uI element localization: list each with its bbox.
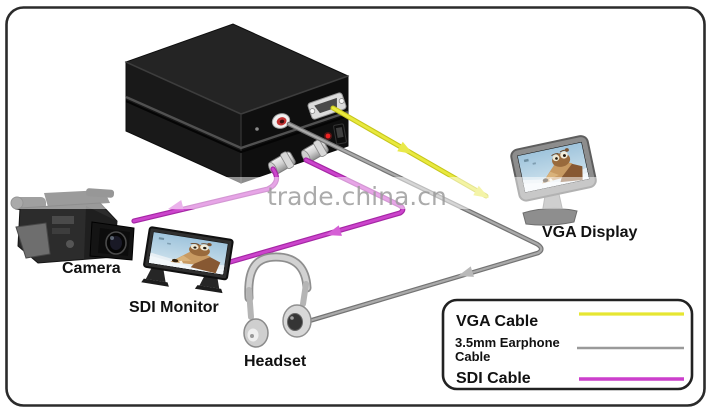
label-vga-display: VGA Display <box>542 224 638 241</box>
label-camera: Camera <box>62 260 121 277</box>
converter-lid-seam-highlight <box>125 95 349 150</box>
legend-box: VGA Cable 3.5mm Earphone Cable SDI Cable <box>441 298 694 391</box>
legend-label-earphone-line1: 3.5mm Earphone <box>455 335 560 350</box>
headset-illustration <box>243 252 312 348</box>
legend-item-earphone-cable: 3.5mm Earphone Cable <box>455 335 684 364</box>
legend-label-vga: VGA Cable <box>456 313 538 330</box>
bnc-connector-right <box>301 139 329 164</box>
legend-label-sdi: SDI Cable <box>456 370 531 387</box>
vga-port <box>307 92 347 120</box>
legend-label-earphone-line2: Cable <box>455 349 490 364</box>
legend-item-vga-cable: VGA Cable <box>456 312 684 330</box>
sdi-monitor-illustration <box>141 226 234 294</box>
watermark-text: trade.china.cn <box>267 182 447 211</box>
label-headset: Headset <box>244 353 307 370</box>
power-switch <box>333 123 347 145</box>
screw-icon <box>255 127 259 131</box>
camera-lens <box>89 221 135 261</box>
converter-box <box>124 23 350 184</box>
diagram-border <box>5 6 706 407</box>
power-led-icon <box>325 133 331 139</box>
audio-jack-port <box>271 113 291 129</box>
label-sdi-monitor: SDI Monitor <box>129 299 219 316</box>
watermark-band <box>9 177 704 209</box>
vga-display-stand-base <box>522 207 578 226</box>
legend-border <box>441 298 694 391</box>
legend-item-sdi-cable: SDI Cable <box>456 370 684 387</box>
converter-lid-seam-shadow <box>125 99 349 154</box>
earphone-cable <box>286 121 544 324</box>
